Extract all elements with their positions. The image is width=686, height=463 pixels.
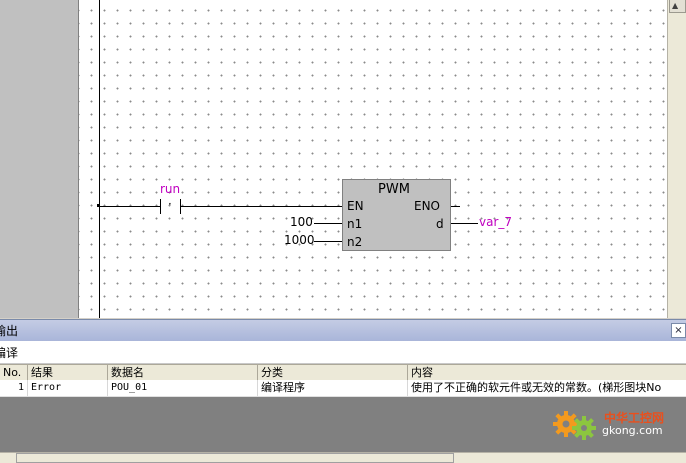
- contact-dot: ·: [168, 197, 172, 211]
- editor-left-margin: [0, 0, 78, 318]
- pin-n1: n1: [347, 217, 363, 231]
- watermark-url: gkong.com: [602, 424, 663, 437]
- close-icon[interactable]: ×: [671, 323, 686, 338]
- output-panel-tabbar: [0, 341, 686, 364]
- column-header-category[interactable]: 分类: [257, 365, 407, 380]
- ladder-editor-canvas[interactable]: [79, 0, 667, 318]
- editor-margin-divider: [78, 0, 79, 318]
- pin-eno: ENO: [414, 199, 441, 213]
- tab-compile[interactable]: 编译: [0, 346, 19, 360]
- cell-no: 1: [17, 382, 24, 393]
- pwm-function-block[interactable]: [342, 179, 451, 251]
- cell-category: 编译程序: [257, 380, 407, 396]
- output-panel-title: 输出: [0, 324, 19, 338]
- cell-data-name: POU_01: [107, 380, 257, 396]
- gear-icon: [553, 411, 596, 440]
- pin-d: d: [436, 217, 444, 231]
- operand-n1[interactable]: 100: [290, 215, 313, 229]
- cell-result: Error: [27, 380, 107, 396]
- column-header-data-name[interactable]: 数据名: [107, 365, 257, 380]
- vertical-scrollbar[interactable]: [667, 0, 686, 318]
- ladder-rung: [97, 0, 478, 318]
- scroll-up-icon[interactable]: ▲: [672, 1, 679, 10]
- contact-label[interactable]: run: [160, 182, 181, 196]
- table-row[interactable]: 1 Error POU_01 编译程序 使用了不正确的软元件或无效的常数。(梯形…: [0, 380, 686, 397]
- block-name: PWM: [378, 182, 410, 197]
- column-header-content[interactable]: 内容: [407, 365, 686, 380]
- pin-n2: n2: [347, 235, 363, 249]
- output-panel-titlebar: [0, 319, 686, 342]
- watermark-text: 中华工控网: [604, 411, 665, 425]
- operand-n2[interactable]: 1000: [284, 233, 315, 247]
- rail-connection-point: [97, 204, 100, 207]
- cell-content: 使用了不正确的软元件或无效的常数。(梯形图块No: [407, 380, 686, 396]
- watermark-logo: 中华工控网 gkong.com: [552, 406, 682, 442]
- operand-d[interactable]: var_7: [479, 215, 513, 229]
- pin-en: EN: [347, 199, 364, 213]
- column-header-result[interactable]: 结果: [27, 365, 107, 380]
- column-header-no[interactable]: No.: [3, 366, 22, 379]
- output-table-header: No. 结果 数据名 分类 内容: [0, 364, 686, 381]
